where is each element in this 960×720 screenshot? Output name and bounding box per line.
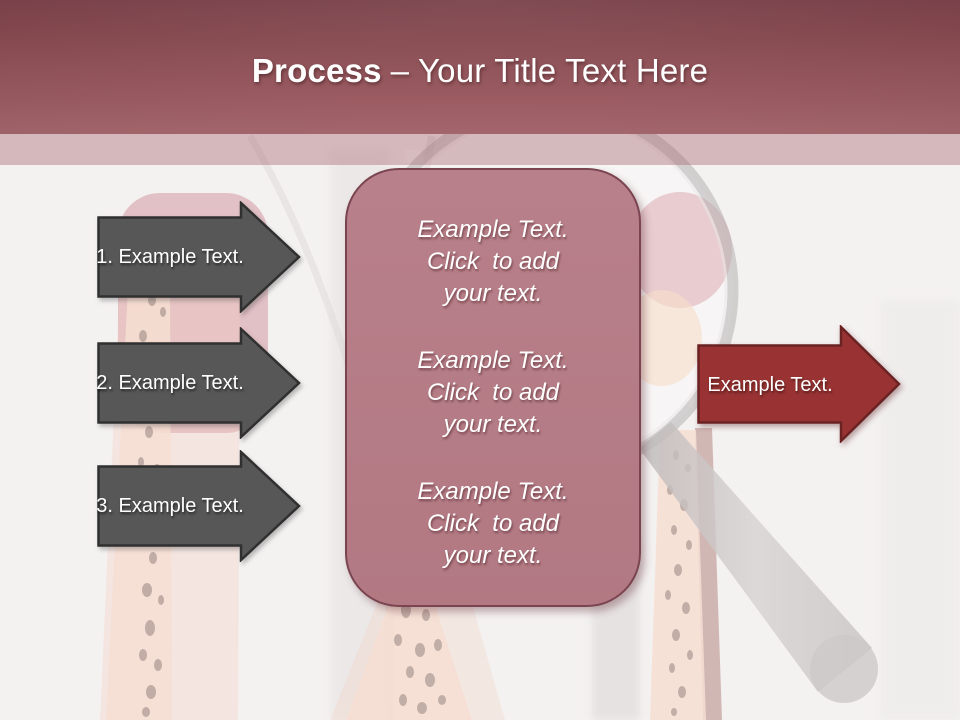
slide-header: Process– Your Title Text Here [0,0,960,134]
step-arrow-1[interactable]: 1. Example Text. [96,201,301,313]
step-arrow-label: 3. Example Text. [96,495,244,517]
result-arrow-label: Example Text. [707,373,833,396]
placeholder-text-block-3[interactable]: Example Text. Click to add your text. [417,478,569,569]
step-arrow-label: 2. Example Text. [96,372,244,394]
step-arrow-label: 1. Example Text. [96,246,244,268]
header-accent-band [0,134,960,165]
step-arrow-3[interactable]: 3. Example Text. [96,450,301,562]
arrow-right-shape [97,450,301,562]
result-arrow[interactable]: Example Text. [697,325,901,443]
arrow-right-shape [97,201,301,313]
center-text-box[interactable]: Example Text. Click to add your text. Ex… [345,168,641,607]
title-subtitle: – Your Title Text Here [390,52,709,89]
placeholder-text-block-1[interactable]: Example Text. Click to add your text. [417,216,569,307]
placeholder-text-block-2[interactable]: Example Text. Click to add your text. [417,347,569,438]
title-keyword: Process [251,52,382,89]
step-arrow-2[interactable]: 2. Example Text. [96,327,301,439]
arrow-right-shape [697,325,901,443]
slide-title[interactable]: Process– Your Title Text Here [0,52,960,90]
arrow-right-shape [97,327,301,439]
